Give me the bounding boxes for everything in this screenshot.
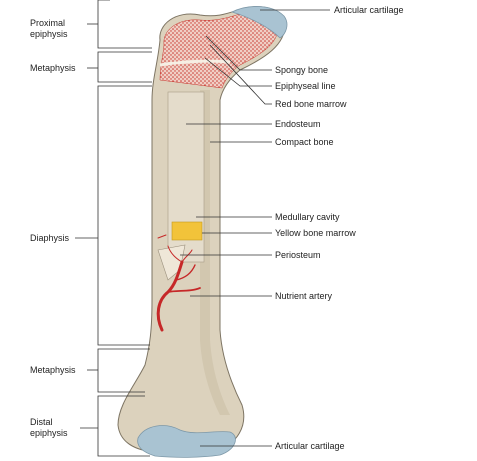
shaft-shade bbox=[200, 90, 230, 415]
epiphyseal-line bbox=[159, 59, 231, 67]
label-endosteum: Endosteum bbox=[275, 119, 321, 129]
label-yellow-bone-marrow: Yellow bone marrow bbox=[275, 228, 356, 238]
label-medullary-cavity: Medullary cavity bbox=[275, 212, 340, 222]
label-articular-cartilage-bottom: Articular cartilage bbox=[275, 441, 345, 451]
label-periosteum: Periosteum bbox=[275, 250, 321, 260]
label-red-bone-marrow: Red bone marrow bbox=[275, 99, 347, 109]
label-nutrient-artery: Nutrient artery bbox=[275, 291, 333, 301]
label-metaphysis-bottom: Metaphysis bbox=[30, 365, 76, 375]
nutrient-artery bbox=[156, 234, 201, 332]
articular-cartilage-bottom bbox=[137, 425, 236, 458]
region-brackets bbox=[75, 0, 152, 457]
yellow-bone-marrow bbox=[171, 221, 203, 241]
label-proximal-epiphysis: Proximal epiphysis bbox=[30, 18, 68, 39]
leader-lines bbox=[180, 9, 330, 447]
label-spongy-bone: Spongy bone bbox=[275, 65, 329, 75]
label-epiphyseal-line: Epiphyseal line bbox=[275, 81, 336, 91]
label-metaphysis-top: Metaphysis bbox=[30, 63, 76, 73]
label-articular-cartilage-top: Articular cartilage bbox=[334, 5, 404, 15]
label-distal-epiphysis: Distal epiphysis bbox=[30, 417, 68, 438]
label-diaphysis: Diaphysis bbox=[30, 233, 70, 243]
articular-cartilage-top bbox=[230, 6, 288, 39]
label-compact-bone: Compact bone bbox=[275, 137, 334, 147]
